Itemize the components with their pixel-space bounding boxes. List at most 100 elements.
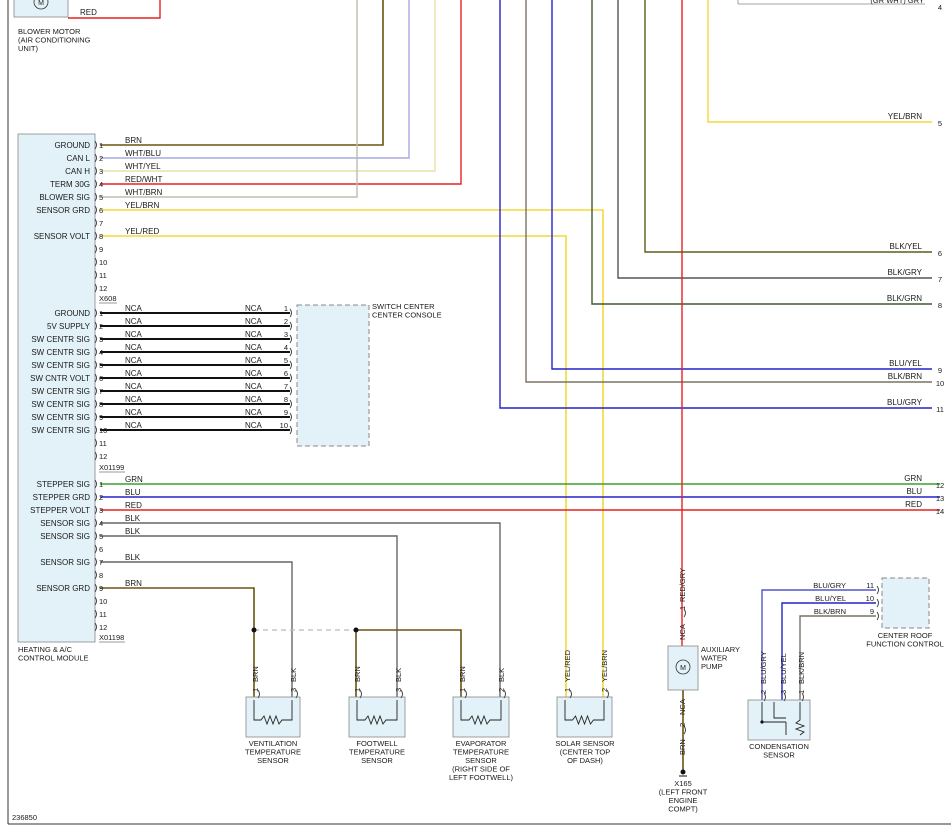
roof-pin-bracket [876, 611, 879, 621]
pin-bracket [94, 373, 97, 383]
ground-location-label: ENGINE [669, 796, 698, 805]
wire-can-h [100, 0, 436, 172]
sensor-wire-label: BLU/YEL [779, 653, 788, 684]
sensor-pin-number: 2 [497, 688, 506, 692]
pin-number: 1 [99, 480, 103, 489]
pump-pin-top: 1 [678, 606, 687, 610]
module-name: HEATING & A/C [18, 645, 73, 654]
wire-can-l [100, 0, 410, 159]
ground-point [680, 769, 686, 775]
pin-bracket [94, 557, 97, 567]
pin-number: 2 [99, 493, 103, 502]
pin-number: 12 [99, 284, 107, 293]
thermistor-symbol [356, 700, 398, 726]
sensor-wire-label: YEL/RED [563, 649, 572, 682]
pin-bracket [94, 479, 97, 489]
pin-bracket [94, 531, 97, 541]
sensor-pin-number: 3 [394, 688, 403, 692]
sensor-pin-number: 3 [779, 690, 788, 694]
pin-function-label: STEPPER VOLT [30, 506, 90, 515]
continuation-number: 10 [936, 379, 944, 388]
pin-bracket [94, 321, 97, 331]
wire-right-10 [525, 0, 932, 383]
pin-number: 11 [99, 271, 107, 280]
pin-bracket [94, 308, 97, 318]
sensor-wire-label: BLK [289, 668, 298, 682]
pin-number: 1 [99, 141, 103, 150]
pin-number: 8 [99, 571, 103, 580]
wire-term30g [100, 0, 462, 185]
pin-bracket [94, 270, 97, 280]
blower-motor-symbol [33, 0, 49, 10]
pin-function-label: STEPPER GRD [33, 493, 91, 502]
wire-right-5 [707, 0, 932, 123]
wire-roof-blugry [761, 589, 876, 700]
sensor-pin-bracket [464, 689, 467, 699]
sensor-wire-label: YEL/BRN [600, 650, 609, 682]
sensor-pin-bracket [763, 692, 766, 702]
splice-dot [353, 627, 359, 633]
pin-number: 11 [99, 610, 107, 619]
pin-number: 5 [99, 193, 103, 202]
pin-bracket [94, 438, 97, 448]
pin-bracket [94, 334, 97, 344]
pin-function-label: SENSOR GRD [36, 584, 90, 593]
sensor-wire-label: BRN [251, 666, 260, 682]
switch-center-pin: 1 [284, 304, 288, 313]
wire-blower-red [68, 0, 161, 19]
pump-wire-top: RED/GRY [678, 568, 687, 602]
switch-pin-bracket [289, 347, 292, 357]
sensor-pin-bracket [359, 689, 362, 699]
footwell-temp-sensor [348, 696, 406, 738]
wire-color-label: NCA [125, 395, 143, 404]
roof-pin: 11 [866, 581, 874, 590]
wire-roof-bluyel [781, 602, 876, 700]
wire-color-label: NCA [125, 317, 143, 326]
wire-right-11 [499, 0, 932, 409]
module-name: CONTROL MODULE [18, 654, 89, 663]
wire-color-label: BLK/BRN [888, 372, 922, 381]
evaporator-sensor-label: SENSOR [465, 756, 497, 765]
pin-function-label: 5V SUPPLY [47, 322, 91, 331]
wire-color-label: NCA [245, 408, 263, 417]
pin-number: 12 [99, 452, 107, 461]
pin-bracket [94, 609, 97, 619]
roof-control-label: FUNCTION CONTROL [866, 640, 944, 649]
evaporator-sensor-label: TEMPERATURE [453, 748, 509, 757]
pin-function-label: CAN H [65, 167, 90, 176]
wire-color-label: NCA [125, 304, 143, 313]
sensor-wire-label: BLK [394, 668, 403, 682]
sensor-pin-bracket [295, 689, 298, 699]
switch-center-pin: 6 [284, 369, 288, 378]
condensation-sensor-label: SENSOR [763, 751, 795, 760]
wire-color-label: NCA [125, 369, 143, 378]
wire-color-label: BLU [125, 488, 141, 497]
pin-bracket [94, 425, 97, 435]
pin-bracket [94, 153, 97, 163]
pin-bracket [94, 596, 97, 606]
pin-number: 7 [99, 558, 103, 567]
wire-color-label: NCA [245, 343, 263, 352]
sensor-wire-label: BLK [497, 668, 506, 682]
pin-number: 1 [99, 309, 103, 318]
pin-bracket [94, 518, 97, 528]
switch-pin-bracket [289, 425, 292, 435]
sensor-pin-bracket [400, 689, 403, 699]
wire-evap-sig-blk [100, 522, 501, 697]
pin-number: 12 [99, 623, 107, 632]
wire-right-7 [617, 0, 932, 279]
hvac-control-module [17, 133, 96, 643]
sensor-pin-number: 1 [563, 688, 572, 692]
footwell-sensor-label: FOOTWELL [356, 739, 397, 748]
pin-bracket [94, 399, 97, 409]
wire-color-label: NCA [125, 421, 143, 430]
switch-pin-bracket [289, 360, 292, 370]
wire-color-label: RED/WHT [125, 175, 162, 184]
pin-bracket [94, 283, 97, 293]
sensor-pin-number: 2 [600, 688, 609, 692]
pin-bracket [94, 505, 97, 515]
pin-number: 8 [99, 232, 103, 241]
pin-function-label: SENSOR GRD [36, 206, 90, 215]
